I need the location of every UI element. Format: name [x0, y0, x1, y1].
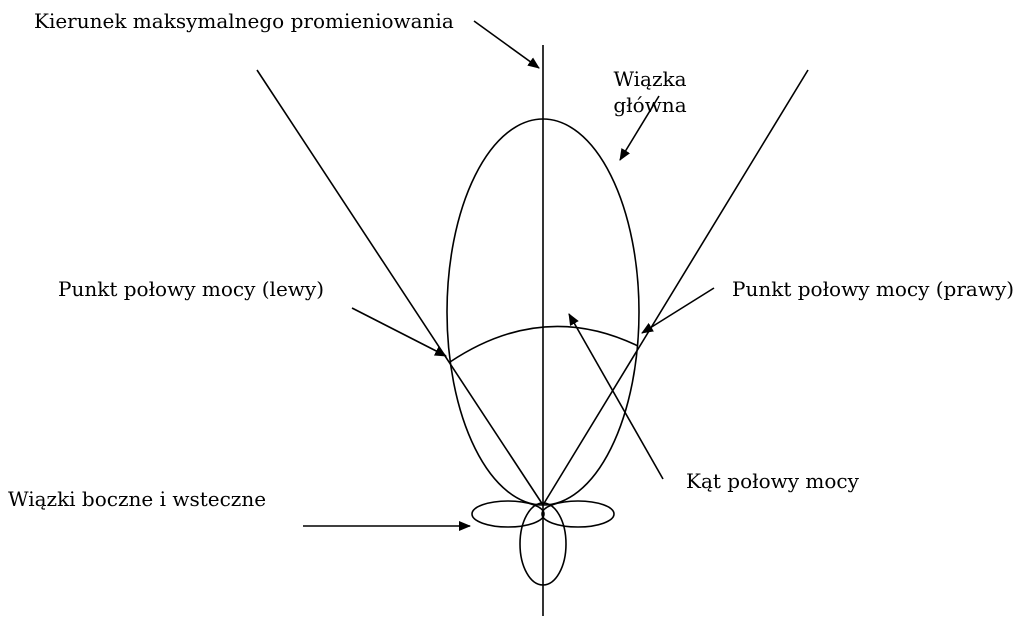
- side-lobe-right: [541, 500, 615, 528]
- label-half-power-right: Punkt połowy mocy (prawy): [732, 277, 1015, 301]
- side-lobe-left: [471, 500, 545, 528]
- arrow-half-power-angle: [568, 313, 664, 480]
- label-max-direction: Kierunek maksymalnego promieniowania: [34, 9, 454, 33]
- arrow-main-beam: [619, 95, 660, 161]
- label-main-beam-line1: Wiązka: [613, 67, 687, 91]
- label-side-back-lobes: Wiązki boczne i wsteczne: [8, 487, 267, 511]
- label-half-power-left: Punkt połowy mocy (lewy): [58, 277, 324, 301]
- back-lobe: [519, 502, 567, 586]
- label-main-beam: Wiązka główna: [596, 66, 704, 118]
- arrow-max-direction: [473, 20, 540, 69]
- half-power-boundary-right: [542, 69, 809, 506]
- arrow-half-power-right: [641, 287, 715, 334]
- label-main-beam-line2: główna: [613, 93, 687, 117]
- half-power-arc: [449, 325, 639, 363]
- arrow-half-power-left: [351, 307, 447, 357]
- half-power-boundary-left: [256, 69, 544, 506]
- label-half-power-angle: Kąt połowy mocy: [686, 469, 859, 493]
